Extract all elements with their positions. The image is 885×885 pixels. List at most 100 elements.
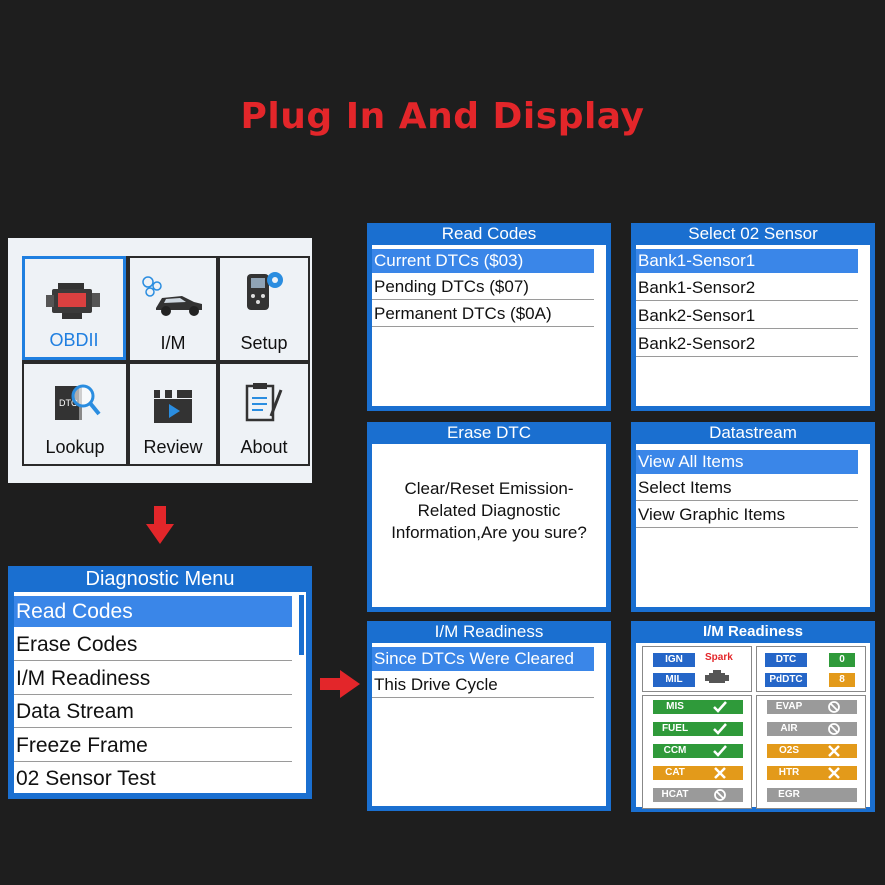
dtc-value: 0 xyxy=(829,653,855,667)
monitor-air: AIR xyxy=(767,722,811,736)
read-codes-screen: Read Codes Current DTCs ($03) Pending DT… xyxy=(367,223,611,411)
monitor-status-cross-icon xyxy=(811,766,857,780)
datastream-item[interactable]: View All Items xyxy=(636,450,858,474)
left-monitors-box: MIS FUEL CCM CAT HCAT xyxy=(642,695,752,809)
menu-item-data-stream[interactable]: Data Stream xyxy=(14,696,292,728)
monitor-htr: HTR xyxy=(767,766,811,780)
select-o2-sensor-screen: Select 02 Sensor Bank1-Sensor1 Bank1-Sen… xyxy=(631,223,875,411)
spark-label: Spark xyxy=(705,652,733,663)
monitor-status-cross-icon xyxy=(811,744,857,758)
sensor-item[interactable]: Bank1-Sensor2 xyxy=(636,276,858,301)
arrow-down-icon xyxy=(146,506,174,544)
erase-dtc-body: Clear/Reset Emission- Related Diagnostic… xyxy=(372,444,606,607)
sensor-item[interactable]: Bank1-Sensor1 xyxy=(636,249,858,273)
page-title: Plug In And Display xyxy=(240,96,645,137)
monitor-o2s: O2S xyxy=(767,744,811,758)
diagnostic-menu-list: Read Codes Erase Codes I/M Readiness Dat… xyxy=(14,592,306,793)
scanner-gear-icon xyxy=(247,272,283,310)
tile-obdii[interactable]: OBDII xyxy=(22,256,126,360)
sensor-item[interactable]: Bank2-Sensor2 xyxy=(636,332,858,357)
menu-item-erase-codes[interactable]: Erase Codes xyxy=(14,629,292,661)
monitor-fuel: FUEL xyxy=(653,722,697,736)
clipboard-icon xyxy=(245,383,283,422)
datastream-item[interactable]: Select Items xyxy=(636,476,858,501)
datastream-title: Datastream xyxy=(709,423,797,442)
read-codes-list: Current DTCs ($03) Pending DTCs ($07) Pe… xyxy=(372,245,606,406)
tile-label-obdii: OBDII xyxy=(49,330,99,350)
im-status-screen: I/M Readiness IGN Spark MIL DTC 0 PdDTC … xyxy=(631,621,875,812)
monitor-status-na-icon xyxy=(811,700,857,714)
tile-label-review: Review xyxy=(143,437,203,457)
main-menu-screen: OBDII I/M Setup xyxy=(8,238,312,483)
erase-dtc-title: Erase DTC xyxy=(446,423,532,442)
datastream-item[interactable]: View Graphic Items xyxy=(636,503,858,528)
dtc-book-text: DTC xyxy=(59,398,78,408)
menu-item-o2-sensor-test[interactable]: 02 Sensor Test xyxy=(16,767,156,790)
engine-warning-icon xyxy=(705,670,729,683)
tile-label-im: I/M xyxy=(160,333,186,353)
message-line: Clear/Reset Emission- xyxy=(404,479,574,498)
read-codes-title: Read Codes xyxy=(441,224,537,243)
ign-mil-box: IGN Spark MIL xyxy=(642,646,752,692)
dtc-count-box: DTC 0 PdDTC 8 xyxy=(756,646,866,692)
arrow-right-icon xyxy=(320,670,360,698)
clapperboard-icon xyxy=(154,390,192,423)
erase-dtc-screen: Erase DTC Clear/Reset Emission- Related … xyxy=(367,422,611,612)
erase-dtc-message: Clear/Reset Emission- Related Diagnostic… xyxy=(372,478,606,544)
tile-review[interactable]: Review xyxy=(130,364,216,464)
sensor-item[interactable]: Bank2-Sensor1 xyxy=(636,304,858,329)
im-status-body: IGN Spark MIL DTC 0 PdDTC 8 MIS FUEL CCM CA… xyxy=(636,643,870,809)
pddtc-value: 8 xyxy=(829,673,855,687)
im-readiness-item[interactable]: Since DTCs Were Cleared xyxy=(372,647,594,671)
diagnostic-menu-title: Diagnostic Menu xyxy=(85,568,235,590)
im-readiness-title: I/M Readiness xyxy=(434,622,544,641)
monitor-status-check-icon xyxy=(697,722,743,736)
monitor-mis: MIS xyxy=(653,700,697,714)
message-line: Related Diagnostic xyxy=(417,501,561,520)
right-monitors-box: EVAP AIR O2S HTR EGR xyxy=(756,695,866,809)
monitor-ccm: CCM xyxy=(653,744,697,758)
monitor-status-na-icon xyxy=(697,788,743,802)
menu-item-freeze-frame[interactable]: Freeze Frame xyxy=(14,730,292,762)
datastream-screen: Datastream View All Items Select Items V… xyxy=(631,422,875,612)
im-readiness-screen: I/M Readiness Since DTCs Were Cleared Th… xyxy=(367,621,611,811)
scrollbar-thumb[interactable] xyxy=(299,595,304,655)
tile-label-about: About xyxy=(240,437,288,457)
read-codes-item[interactable]: Permanent DTCs ($0A) xyxy=(372,302,594,327)
monitor-status-check-icon xyxy=(697,744,743,758)
menu-item-read-codes[interactable]: Read Codes xyxy=(14,596,292,627)
dtc-label: DTC xyxy=(765,653,807,667)
tile-label-lookup: Lookup xyxy=(45,437,105,457)
pddtc-label: PdDTC xyxy=(765,673,807,687)
ign-label: IGN xyxy=(653,653,695,667)
datastream-list: View All Items Select Items View Graphic… xyxy=(636,444,870,607)
read-codes-item[interactable]: Current DTCs ($03) xyxy=(372,249,594,273)
monitor-status-na-icon xyxy=(811,722,857,736)
tile-setup[interactable]: Setup xyxy=(220,258,308,360)
monitor-egr: EGR xyxy=(767,788,811,802)
diagnostic-menu-screen: Diagnostic Menu Read Codes Erase Codes I… xyxy=(8,566,312,799)
main-menu-grid: OBDII I/M Setup xyxy=(22,256,310,466)
tile-about[interactable]: About xyxy=(220,364,308,464)
monitor-status-check-icon xyxy=(697,700,743,714)
tile-label-setup: Setup xyxy=(240,333,288,353)
message-line: Information,Are you sure? xyxy=(391,523,587,542)
dtc-lookup-icon: DTC xyxy=(55,384,101,420)
car-emission-icon xyxy=(142,276,202,316)
mil-label: MIL xyxy=(653,673,695,687)
tile-lookup[interactable]: DTC Lookup xyxy=(24,364,126,464)
select-o2-list: Bank1-Sensor1 Bank1-Sensor2 Bank2-Sensor… xyxy=(636,245,870,406)
monitor-evap: EVAP xyxy=(767,700,811,714)
engine-icon xyxy=(46,283,100,319)
menu-item-im-readiness[interactable]: I/M Readiness xyxy=(14,663,292,695)
im-readiness-list: Since DTCs Were Cleared This Drive Cycle xyxy=(372,643,606,806)
monitor-cat: CAT xyxy=(653,766,697,780)
im-status-title: I/M Readiness xyxy=(702,623,804,640)
select-o2-title: Select 02 Sensor xyxy=(688,224,818,243)
read-codes-item[interactable]: Pending DTCs ($07) xyxy=(372,275,594,300)
tile-im[interactable]: I/M xyxy=(130,258,216,360)
monitor-status-none-icon xyxy=(811,788,857,802)
monitor-hcat: HCAT xyxy=(653,788,697,802)
im-readiness-item[interactable]: This Drive Cycle xyxy=(372,673,594,698)
monitor-status-cross-icon xyxy=(697,766,743,780)
